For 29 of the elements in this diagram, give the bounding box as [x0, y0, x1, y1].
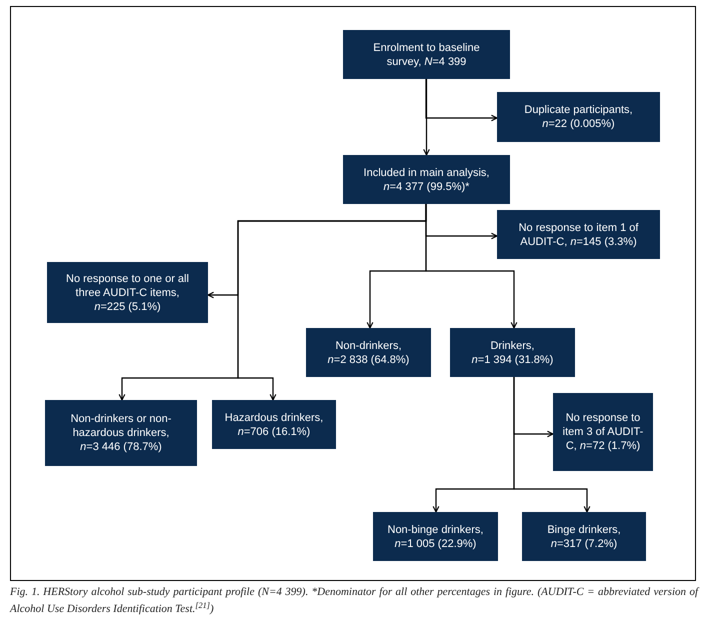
box-text: Enrolment to baseline survey, N=4 399 — [372, 40, 481, 68]
process-box — [212, 400, 336, 449]
process-box — [373, 512, 498, 561]
box-text: No response to item 1 of AUDIT-C, n=145 (3.3%) — [518, 220, 640, 248]
process-box — [553, 393, 653, 471]
process-box — [306, 328, 431, 377]
process-box — [497, 92, 660, 142]
process-box — [343, 155, 510, 204]
process-box — [522, 512, 646, 561]
box-text: No response to one or all three AUDIT-C items, n=225 (5.1%) — [65, 272, 190, 314]
box-text: Hazardous drinkers, n=706 (16.1%) — [224, 410, 324, 438]
box-text: Non-binge drinkers, n=1 005 (22.9%) — [386, 522, 484, 550]
arrow — [423, 79, 430, 156]
box-text: No response to item 3 of AUDIT-C, n=72 (1.7%) — [562, 411, 644, 453]
process-box — [450, 328, 575, 377]
box-text: Drinkers, n=1 394 (31.8%) — [470, 338, 554, 366]
process-box — [45, 400, 197, 466]
box-text: Included in main analysis, n=4 377 (99.5%)* — [362, 166, 490, 194]
process-box — [343, 30, 510, 79]
box-text: Duplicate participants, n=22 (0.005%) — [523, 103, 634, 131]
figure-caption: Fig. 1. HERStory alcohol sub-study participant profile (N=4 399). *Denominator for all other percentages in figure. (AUDIT-C = abbreviated version of Alcohol Use Disorders Identification Test.$^{[21]}$) — [10, 585, 698, 617]
box-text: Non-drinkers, n=2 838 (64.8%) — [326, 338, 410, 366]
arrow — [513, 377, 590, 513]
box-text: Non-drinkers or non-hazardous drinkers, n=3 446 (78.7%) — [70, 412, 172, 454]
box-text: Binge drinkers, n=317 (7.2%) — [546, 522, 622, 550]
process-box — [47, 262, 208, 323]
process-box — [497, 210, 660, 259]
arrow — [237, 204, 427, 401]
arrow — [425, 79, 498, 122]
